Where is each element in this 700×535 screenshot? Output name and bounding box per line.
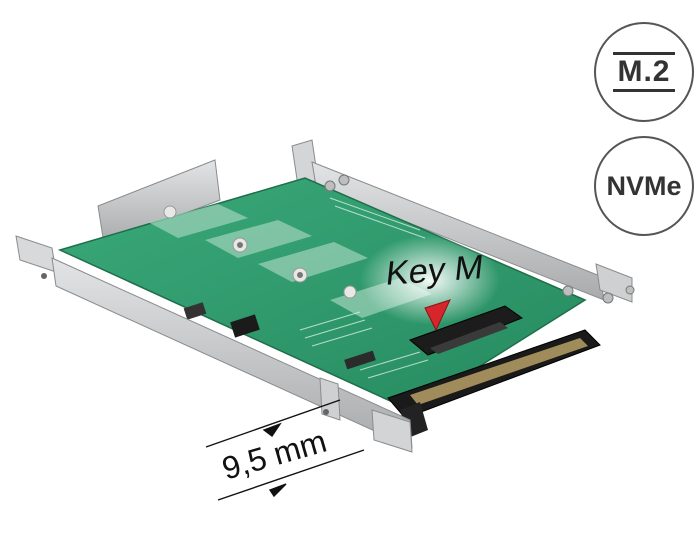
dimension-arrow-icon [205,399,365,501]
key-marker-icon [424,299,451,332]
back-frame-rail [97,139,633,303]
front-frame-rail [15,235,413,453]
nvme-badge-icon: NVMe [594,136,694,236]
m2-connector [409,305,524,356]
m2-underline [613,89,675,92]
nvme-badge-label: NVMe [606,170,682,201]
label-glow [360,235,500,325]
m2-badge-icon: M.2 [594,22,694,122]
key-m-callout: Key M [383,248,486,293]
m2-badge-label: M.2 [617,55,671,88]
m2-overline [613,52,675,55]
frame-screws [324,174,635,304]
